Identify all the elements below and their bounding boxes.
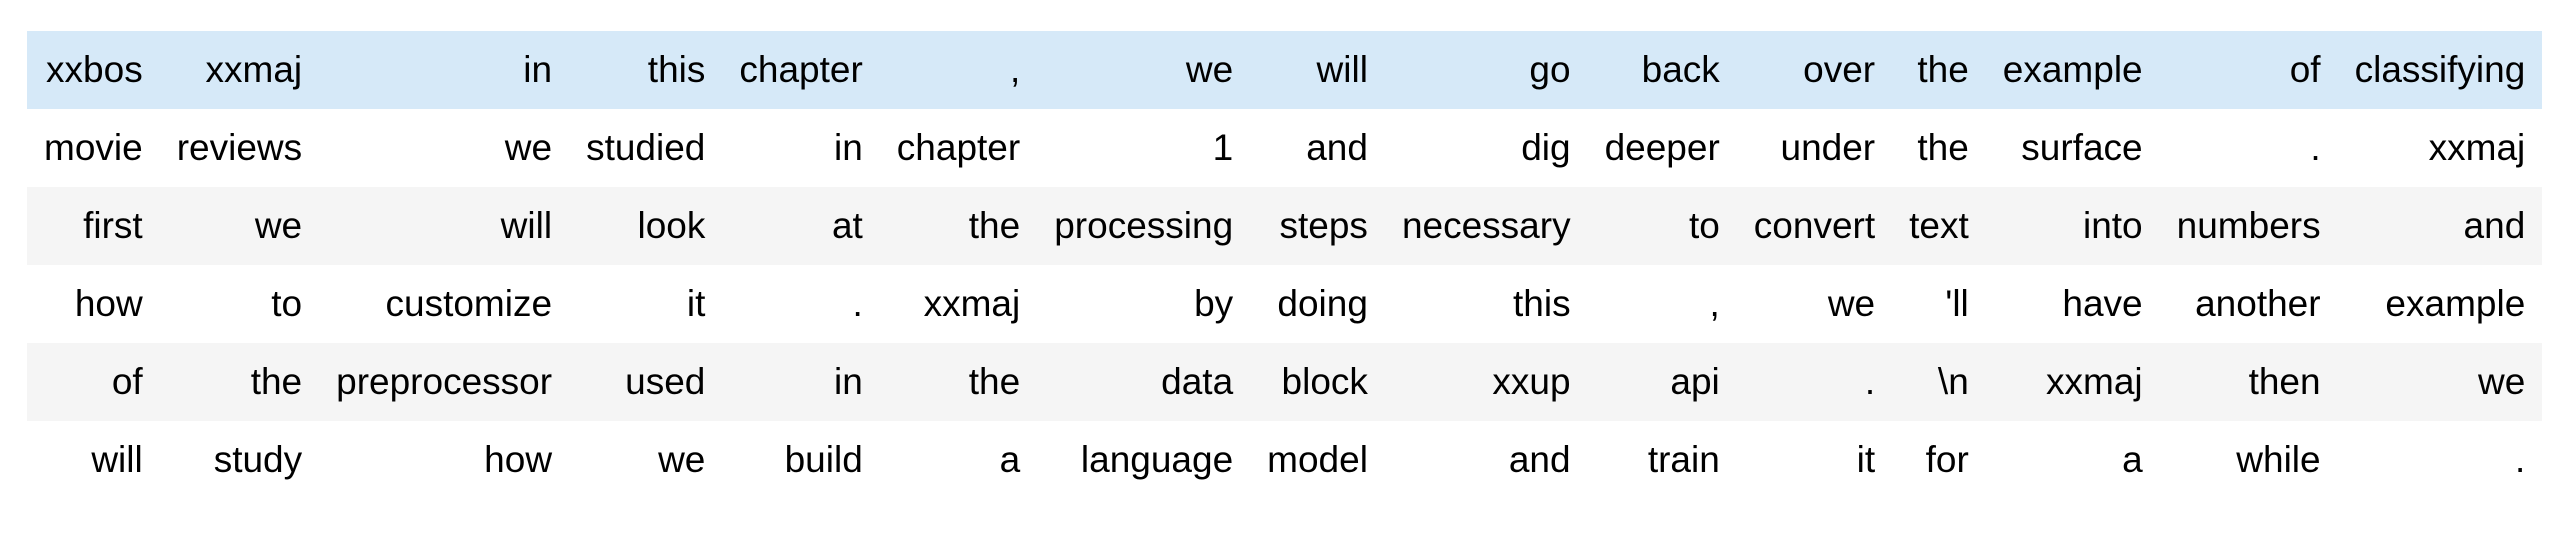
token-cell: xxmaj [923,283,1021,324]
token-cell: api [1670,361,1720,402]
token-cell: the [1917,127,1969,168]
token-cell: the [250,361,303,402]
token-cell: a [2122,439,2143,480]
token-cell: of [111,361,143,402]
token-cell: train [1647,439,1720,480]
token-cell: doing [1277,283,1368,324]
tokenized-text-table: xxbos xxmaj in this chapter, we will go back over… [27,31,2543,499]
token-cell: we [1827,283,1876,324]
token-cell: , [1709,283,1720,324]
token-cell: 1 [1212,127,1234,168]
token-cell: into [2082,205,2143,246]
token-cell: of [2289,49,2321,90]
token-cell: \n [1937,361,1969,402]
token-cell: . [852,283,863,324]
token-cell: used [625,361,706,402]
token-cell: movie [44,127,143,168]
token-cell: text [1909,205,1969,246]
token-cell: xxmaj [2428,127,2526,168]
token-cell: deeper [1604,127,1720,168]
token-cell: this [1513,283,1571,324]
token-cell: model [1267,439,1368,480]
token-cell: the [1917,49,1969,90]
token-cell: then [2248,361,2321,402]
token-cell: . [2310,127,2321,168]
token-cell: xxmaj [2046,361,2143,402]
token-cell: we [658,439,706,480]
token-cell: , [1009,49,1021,90]
token-cell: and [1306,127,1368,168]
token-cell: we [1185,49,1234,90]
token-cell: studied [586,127,706,168]
token-cell: processing [1054,205,1234,246]
token-cell: look [637,205,706,246]
token-cell: how [484,439,553,480]
token-cell: xxbos [46,49,143,90]
token-cell: at [831,205,863,246]
token-cell: xxup [1492,361,1571,402]
token-cell: how [74,283,143,324]
token-cell: will [1316,49,1368,90]
token-cell: it [1856,439,1876,480]
token-cell: over [1803,49,1876,90]
token-cell: in [833,127,863,168]
token-cell: . [2515,439,2526,480]
token-row: of the preprocessor used in the data block xxup a… [27,343,2543,421]
token-cell: we [504,127,553,168]
token-cell: steps [1279,205,1368,246]
token-cell: have [2062,283,2143,324]
token-cell: go [1529,49,1571,90]
token-cell: language [1080,439,1234,480]
token-cell: study [213,439,303,480]
token-cell: and [2463,205,2526,246]
token-cell: another [2195,283,2321,324]
token-cell: reviews [176,127,303,168]
token-cell: dig [1521,127,1571,168]
token-cell: the [968,205,1021,246]
token-cell: while [2236,439,2321,480]
token-cell: by [1194,283,1234,324]
token-cell: the [968,361,1021,402]
token-cell: preprocessor [336,361,553,402]
token-cell: customize [385,283,553,324]
token-cell: build [784,439,863,480]
token-table-body: xxbos xxmaj in this chapter, we will go back over… [27,31,2543,499]
token-cell: under [1780,127,1876,168]
token-cell: . [1864,361,1876,402]
token-cell: first [83,205,143,246]
token-cell: we [2477,361,2526,402]
token-cell: in [833,361,863,402]
token-cell: this [647,49,706,90]
token-cell: chapter [739,49,863,90]
token-cell: for [1925,439,1969,480]
token-cell: it [686,283,706,324]
token-cell: example [2385,283,2526,324]
token-cell: block [1281,361,1368,402]
token-row: first we will look at the processing steps neces… [27,187,2543,265]
token-cell: data [1161,361,1234,402]
token-cell: surface [2021,127,2143,168]
token-cell: xxmaj [205,49,303,90]
token-cell: to [271,283,303,324]
token-cell: in [523,49,553,90]
token-cell: a [999,439,1021,480]
token-cell: 'll [1945,283,1969,324]
token-row: how to customize it. xxmaj by doing this, we 'll h… [27,265,2543,343]
token-cell: to [1688,205,1720,246]
token-cell: back [1641,49,1720,90]
notebook-output-area: xxbos xxmaj in this chapter, we will go back over… [27,31,2543,499]
token-row: will study how we build a language model and trai… [27,421,2543,499]
token-cell: numbers [2176,205,2321,246]
token-cell: classifying [2354,49,2526,90]
token-cell: convert [1753,205,1876,246]
token-cell: chapter [896,127,1021,168]
token-cell: will [500,205,553,246]
token-cell: necessary [1401,205,1571,246]
token-cell: example [2002,49,2143,90]
token-cell: and [1508,439,1571,480]
token-cell: we [254,205,303,246]
token-cell: will [91,439,143,480]
token-row-highlighted: xxbos xxmaj in this chapter, we will go back over… [27,31,2543,109]
